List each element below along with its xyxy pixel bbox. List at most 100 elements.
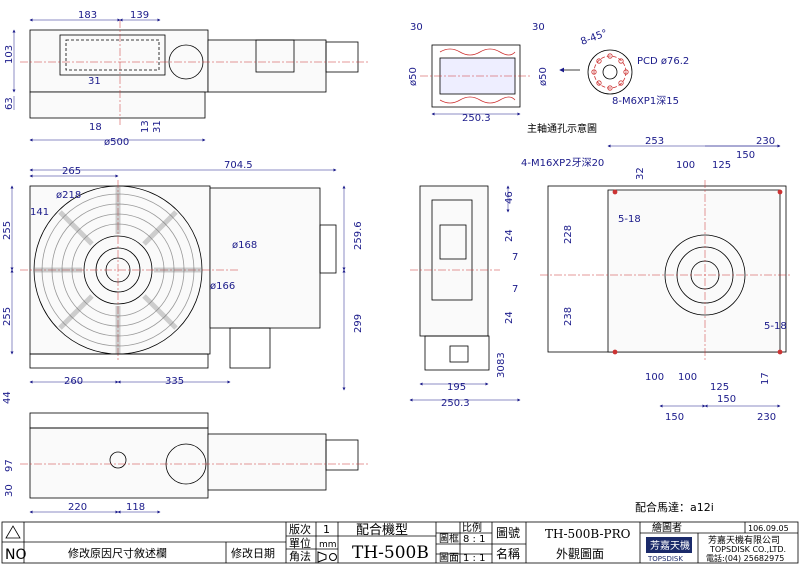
dim-125a: 125 (712, 160, 731, 171)
tb-drafter-label: 繪圖者 (652, 521, 682, 534)
bottom-view-housing (207, 433, 327, 491)
side-view-dims (409, 185, 521, 402)
dim-30-side: 30 (496, 365, 507, 378)
dim-5-18b: 5-18 (764, 321, 787, 332)
dim-265: 265 (62, 166, 81, 177)
spindle-caption: 主軸通孔示意圖 (527, 122, 597, 135)
side-view-panel (431, 199, 473, 301)
top-view-pocket-inner (65, 39, 160, 71)
dim-253: 253 (645, 136, 664, 147)
dim-100c: 100 (645, 372, 664, 383)
tb-scale-sheet-label: 圖框 (439, 532, 459, 545)
tb-logo-sub: TOPSDISK (647, 555, 683, 563)
bottom-view (20, 412, 370, 499)
dim-238: 238 (563, 307, 574, 326)
dim-30a: 30 (410, 22, 423, 33)
tb-company-cn: 芳嘉天機有限公司 (708, 534, 780, 546)
dim-125b: 125 (710, 382, 729, 393)
dim-255b: 255 (2, 307, 13, 326)
dim-31a: 31 (88, 76, 101, 87)
tb-unit-value: mm (319, 540, 337, 550)
dim-pcd: PCD ø76.2 (637, 56, 689, 67)
dim-50b: ø50 (538, 67, 549, 86)
dim-228: 228 (563, 225, 574, 244)
dim-24a: 24 (504, 229, 515, 242)
dim-195: 195 (447, 382, 466, 393)
spindle-section (420, 44, 530, 108)
dim-m16: 4-M16XP2牙深20 (521, 157, 604, 169)
base-view-spindle-outer (664, 234, 746, 316)
dim-150b: 150 (717, 394, 736, 405)
tb-projection-label: 角法 (289, 549, 311, 563)
dim-299: 299 (353, 314, 364, 333)
side-view-window (439, 224, 467, 260)
dim-13: 13 (140, 120, 151, 133)
dim-100a: 100 (676, 160, 695, 171)
tb-name-label: 名稱 (496, 546, 520, 561)
warning-triangle-icon (5, 525, 21, 539)
dim-24b: 24 (504, 311, 515, 324)
dim-166: ø166 (210, 281, 235, 292)
dim-260: 260 (64, 376, 83, 387)
projection-symbol-icon (317, 551, 337, 563)
dim-83: 83 (496, 352, 507, 365)
side-view-body (419, 185, 489, 337)
dim-218: ø218 (56, 190, 81, 201)
dim-2503-section: 250.3 (462, 113, 491, 124)
side-view (410, 185, 500, 371)
front-view-base (29, 353, 209, 369)
motor-note: 配合馬達：a12i (635, 500, 714, 514)
dim-63: 63 (4, 97, 15, 110)
tb-model-label: 配合機型 (356, 523, 408, 538)
dim-30-bottom: 30 (4, 484, 15, 497)
bottom-view-top-plate (29, 412, 209, 429)
base-view-dims (607, 144, 781, 408)
bottom-view-table (29, 427, 209, 499)
dim-100b: 100 (678, 372, 697, 383)
tb-logo-text: 芳嘉天機 (650, 539, 690, 552)
company-logo (646, 537, 692, 553)
dim-17: 17 (760, 372, 771, 385)
dim-103: 103 (4, 45, 15, 64)
tb-no-label: NO (5, 547, 27, 563)
pcd-circle (593, 55, 627, 89)
spindle-wave-bottom (439, 96, 516, 104)
tb-scale-part-value: 1 : 1 (463, 553, 485, 564)
dim-5-18a: 5-18 (618, 214, 641, 225)
top-view (20, 20, 370, 125)
dim-150a: 150 (736, 150, 755, 161)
tb-unit-label: 單位 (289, 536, 311, 550)
dim-230a: 230 (756, 136, 775, 147)
dim-335: 335 (165, 376, 184, 387)
dim-2503-side: 250.3 (441, 398, 470, 409)
top-view-motor-housing (207, 39, 327, 93)
tb-scale-label: 比例 (462, 521, 482, 534)
top-view-motor-end (325, 41, 359, 73)
front-view-dims (10, 168, 346, 391)
tb-version-label: 版次 (289, 522, 311, 536)
dim-150c: 150 (665, 412, 684, 423)
dim-97: 97 (4, 459, 15, 472)
dim-30b: 30 (532, 22, 545, 33)
dim-31b: 31 (152, 120, 163, 133)
tb-scale-sheet-value: 8 : 1 (463, 534, 485, 545)
tb-phone: 電話:(04) 25682975 (706, 553, 784, 563)
tb-name-value: 外觀圖面 (556, 547, 604, 561)
dim-141: 141 (30, 207, 49, 218)
dim-255a: 255 (2, 221, 13, 240)
dim-139: 139 (130, 10, 149, 21)
bore-circle (602, 64, 618, 80)
dim-46: 46 (504, 191, 515, 204)
tb-drawing-no-label: 圖號 (496, 526, 520, 540)
dim-220: 220 (68, 502, 87, 513)
tb-date: 106.09.05 (748, 524, 789, 533)
front-view (20, 180, 337, 369)
top-view-dims (12, 18, 206, 142)
tb-company-en: TOPSDISK CO.,LTD. (709, 545, 786, 554)
tb-revision-date-label: 修改日期 (231, 546, 275, 560)
dim-44: 44 (2, 391, 13, 404)
dim-168: ø168 (232, 240, 257, 251)
top-view-table-body (29, 29, 209, 93)
front-view-motor (319, 224, 337, 274)
